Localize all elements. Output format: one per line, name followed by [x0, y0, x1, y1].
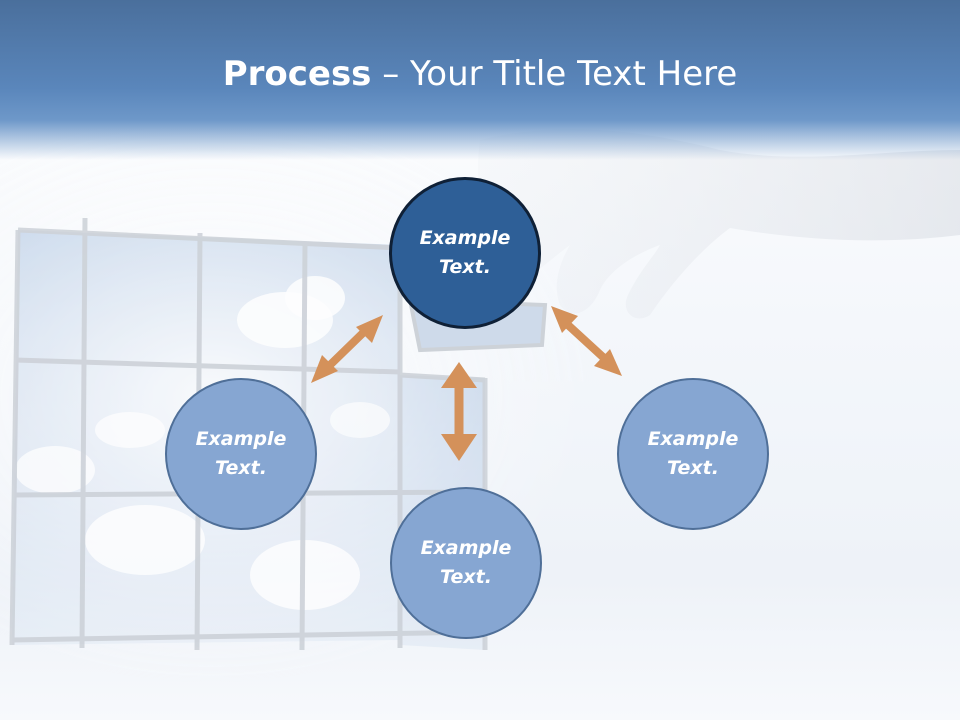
- node-top[interactable]: Example Text.: [389, 177, 541, 329]
- slide-title: Process – Your Title Text Here: [0, 52, 960, 96]
- node-top-line1: Example: [419, 227, 511, 249]
- node-bottom-line2: Text.: [440, 566, 492, 588]
- title-bold: Process: [222, 54, 372, 94]
- node-bottom-line1: Example: [420, 537, 512, 559]
- node-top-line2: Text.: [439, 256, 491, 278]
- title-bar: [0, 0, 960, 160]
- node-left-line2: Text.: [215, 457, 267, 479]
- title-rest: – Your Title Text Here: [371, 54, 738, 94]
- node-left[interactable]: Example Text.: [165, 378, 317, 530]
- node-bottom[interactable]: Example Text.: [390, 487, 542, 639]
- node-right[interactable]: Example Text.: [617, 378, 769, 530]
- node-left-line1: Example: [195, 428, 287, 450]
- node-right-line1: Example: [647, 428, 739, 450]
- hand-illustration: [478, 129, 960, 319]
- node-right-line2: Text.: [667, 457, 719, 479]
